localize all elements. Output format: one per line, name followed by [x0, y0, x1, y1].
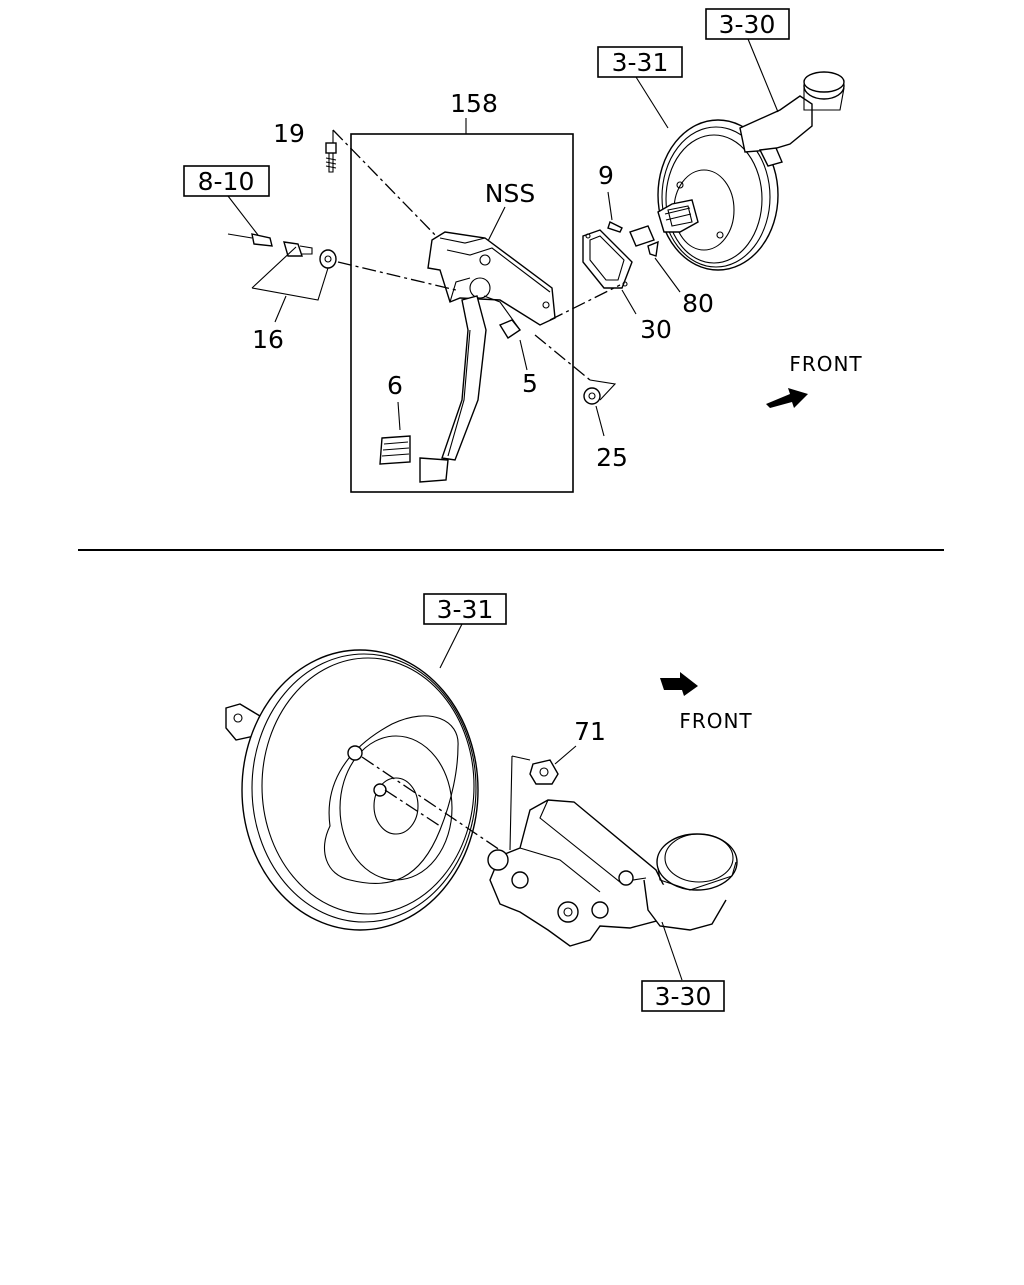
ref-box-3-30-upper[interactable]: 3-30 — [705, 8, 790, 113]
front-arrow-icon — [766, 388, 808, 408]
pedal-assembly-frame — [350, 133, 574, 493]
switch-assembly-16: 16 — [227, 233, 457, 354]
callout-80[interactable]: 80 — [682, 289, 714, 318]
brake-booster-upper — [657, 71, 845, 271]
ref-3-30-upper: 3-30 — [719, 10, 776, 39]
master-cylinder-lower — [487, 799, 738, 947]
callout-30[interactable]: 30 — [640, 315, 672, 344]
ref-3-31-upper: 3-31 — [612, 48, 669, 77]
callout-6[interactable]: 6 — [387, 371, 403, 400]
callout-19[interactable]: 19 — [273, 119, 305, 148]
pedal-rubber-6: 6 — [379, 371, 411, 465]
callout-5[interactable]: 5 — [522, 369, 538, 398]
ref-box-3-30-lower[interactable]: 3-30 — [641, 921, 725, 1012]
nut-25: 25 — [534, 334, 628, 472]
callout-16[interactable]: 16 — [252, 325, 284, 354]
brake-pedal-arm — [441, 295, 521, 461]
ref-box-8-10[interactable]: 8-10 — [183, 165, 270, 236]
callout-nss[interactable]: NSS — [485, 179, 535, 208]
pedal-pad — [419, 457, 449, 483]
part-5: 5 — [498, 319, 538, 398]
lower-diagram: 3-31 71 — [225, 593, 752, 1012]
brake-booster-lower — [225, 649, 501, 931]
ref-box-3-31-lower[interactable]: 3-31 — [423, 593, 507, 669]
front-label-lower: FRONT — [679, 709, 752, 733]
front-indicator-lower: FRONT — [660, 672, 752, 733]
callout-9[interactable]: 9 — [598, 161, 614, 190]
callout-71[interactable]: 71 — [574, 717, 606, 746]
front-arrow-icon-lower — [660, 672, 698, 696]
ref-8-10: 8-10 — [198, 167, 255, 196]
clevis-80: 80 — [629, 225, 714, 318]
ref-3-31-lower: 3-31 — [437, 595, 494, 624]
front-label-upper: FRONT — [789, 352, 862, 376]
pin-9: 9 — [598, 161, 623, 233]
pedal-bracket — [427, 231, 556, 326]
front-indicator-upper: FRONT — [766, 352, 862, 408]
gasket-30: 30 — [549, 229, 672, 344]
upper-diagram: 158 19 NSS — [183, 8, 862, 493]
ref-3-30-lower: 3-30 — [655, 982, 712, 1011]
callout-158[interactable]: 158 — [450, 89, 498, 118]
ref-box-3-31-upper[interactable]: 3-31 — [597, 46, 683, 129]
bolt-19: 19 — [273, 119, 441, 241]
callout-25[interactable]: 25 — [596, 443, 628, 472]
nut-71: 71 — [509, 717, 606, 851]
